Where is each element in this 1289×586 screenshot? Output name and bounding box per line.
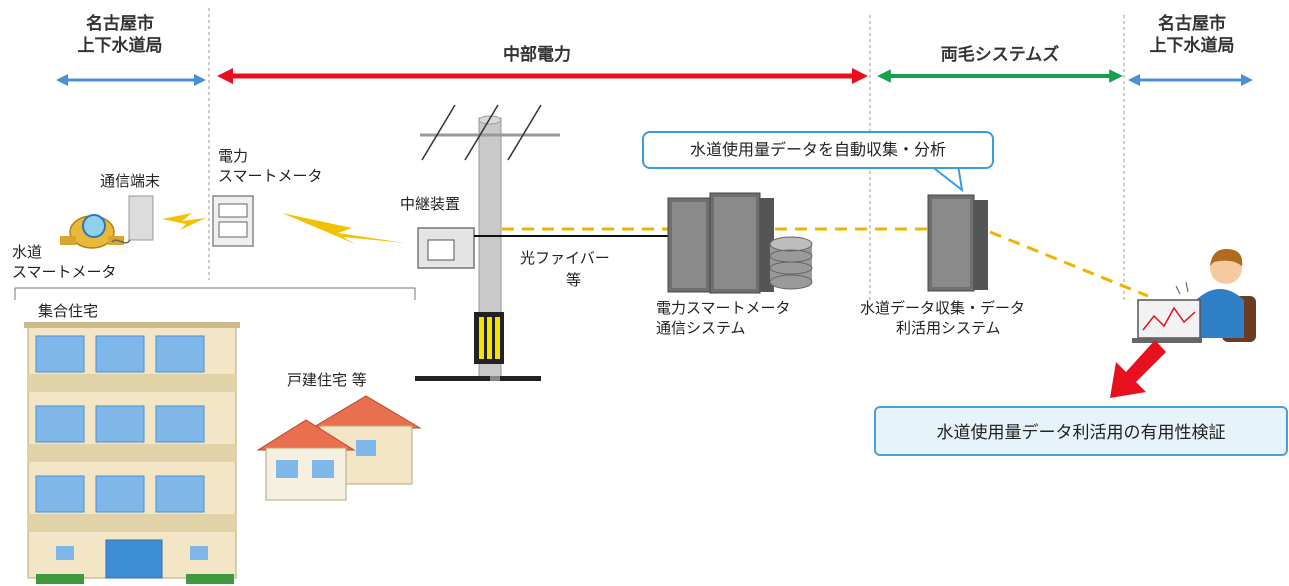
relay-device-icon: [417, 227, 475, 269]
utility-pole-icon: [415, 104, 560, 381]
apartment-label: 集合住宅: [38, 302, 99, 320]
power-meter-label-1: 電力: [218, 147, 249, 165]
water-meter-icon: [60, 214, 124, 249]
water-meter-label-1: 水道: [12, 243, 43, 261]
fiber-label-1: 光ファイバー: [520, 249, 610, 267]
nagoya-right-header: 名古屋市 上下水道局: [1128, 13, 1256, 57]
data-dash-line-3: [989, 230, 1149, 298]
comm-terminal-label: 通信端末: [100, 172, 161, 190]
water-system-label-1: 水道データ収集・データ: [860, 299, 1026, 317]
home-devices-bracket: [14, 287, 416, 300]
nagoya-left-header-line2: 上下水道局: [77, 36, 163, 56]
water-server-icon: [927, 194, 988, 292]
water-system-label-2: 利活用システム: [896, 319, 1001, 337]
power-meter-icon: [212, 195, 254, 247]
database-icon: [769, 236, 813, 290]
apartment-building-icon: [24, 322, 240, 584]
fiber-label-2: 等: [566, 271, 582, 289]
water-meter-label-2: スマートメータ: [12, 263, 117, 281]
detached-houses-icon: [256, 395, 422, 501]
relay-label: 中継装置: [400, 195, 461, 213]
analyst-person-icon: [1132, 248, 1256, 343]
signal-bolt-2: [282, 213, 405, 244]
nagoya-left-header: 名古屋市 上下水道局: [60, 13, 180, 57]
signal-bolt-1: [162, 213, 206, 230]
server-cluster-icon: [667, 192, 774, 294]
chubu-header: 中部電力: [503, 45, 571, 65]
output-arrow-icon: [1110, 340, 1166, 398]
nagoya-left-header-line1: 名古屋市: [86, 14, 154, 34]
result-box: 水道使用量データ利活用の有用性検証: [874, 406, 1288, 456]
houses-label: 戸建住宅 等: [287, 371, 367, 389]
power-meter-label-2: スマートメータ: [218, 167, 323, 185]
power-system-label-2: 通信システム: [656, 319, 746, 337]
nagoya-right-header-line1: 名古屋市: [1158, 14, 1226, 34]
callout-bubble: 水道使用量データを自動収集・分析: [642, 131, 994, 169]
nagoya-right-header-line2: 上下水道局: [1149, 36, 1235, 56]
power-system-label-1: 電力スマートメータ: [656, 299, 791, 317]
ryomo-header: 両毛システムズ: [940, 45, 1060, 65]
comm-terminal-icon: [111, 195, 154, 244]
